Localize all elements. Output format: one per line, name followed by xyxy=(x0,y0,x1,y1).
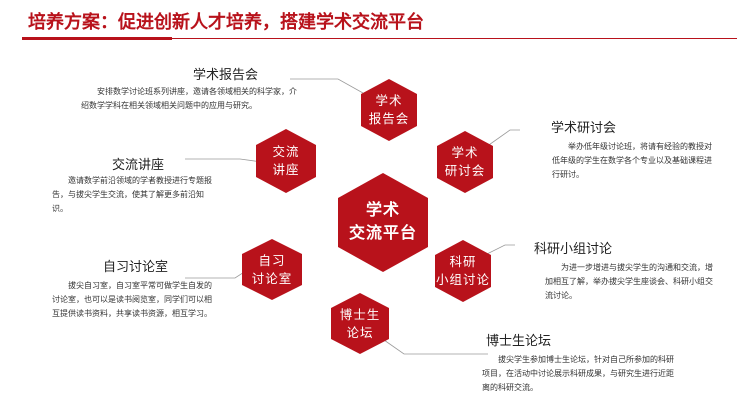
report-title: 学术报告会 xyxy=(193,68,259,83)
group-desc: 为进一步增进与拔尖学生的沟通和交流，增加相互了解，举办拔尖学生座谈会、科研小组交… xyxy=(545,263,713,300)
title-underline-accent xyxy=(22,37,172,40)
connector-phd xyxy=(383,339,488,355)
phd-title: 博士生论坛 xyxy=(486,334,552,349)
study-desc: 拔尖自习室，自习室平常可做学生自发的讨论室，也可以是读书阅览室，同学们可以相互提… xyxy=(52,281,212,318)
hex-report-label: 学术 报告会 xyxy=(368,93,410,127)
connector-report xyxy=(290,78,364,94)
connector-seminar xyxy=(485,129,520,148)
center-hex-label: 学术 交流平台 xyxy=(348,200,417,243)
hex-seminar xyxy=(437,131,493,193)
lecture-desc: 邀请数学前沿领域的学者教授进行专题报告，与拔尖学生交流，使其了解更多前沿知识。 xyxy=(52,176,212,213)
seminar-desc: 举办低年级讨论班，将请有经验的教授对低年级的学生在数学各个专业以及基础课程进行研… xyxy=(552,142,712,179)
report-desc: 安排数学讨论班系列讲座，邀请各领域相关的科学家，介绍数学学科在相关领域相关问题中… xyxy=(81,87,297,110)
group-title: 科研小组讨论 xyxy=(534,242,613,257)
hex-study-label: 自习 讨论室 xyxy=(251,253,293,287)
lecture-title: 交流讲座 xyxy=(112,158,165,173)
hex-group-label: 科研 小组讨论 xyxy=(435,254,490,288)
hex-lecture xyxy=(256,129,316,193)
study-title: 自习讨论室 xyxy=(103,260,169,275)
title-underline xyxy=(22,38,737,39)
seminar-title: 学术研讨会 xyxy=(551,121,617,136)
phd-desc: 拔尖学生参加博士生论坛，针对自己所参加的科研项目，在活动中讨论展示科研成果，与研… xyxy=(482,355,674,392)
connector-group xyxy=(484,244,515,256)
hex-center xyxy=(338,173,428,272)
hex-phd-label: 博士生 论坛 xyxy=(339,307,381,341)
hex-phd xyxy=(331,293,389,354)
page-title: 培养方案：促进创新人才培养，搭建学术交流平台 xyxy=(28,12,424,33)
hex-seminar-label: 学术 研讨会 xyxy=(444,145,486,179)
hex-lecture-label: 交流 讲座 xyxy=(272,144,300,178)
connector-lecture xyxy=(185,158,263,163)
hex-group xyxy=(435,240,491,302)
hex-report xyxy=(361,79,417,141)
hex-study xyxy=(242,239,302,300)
